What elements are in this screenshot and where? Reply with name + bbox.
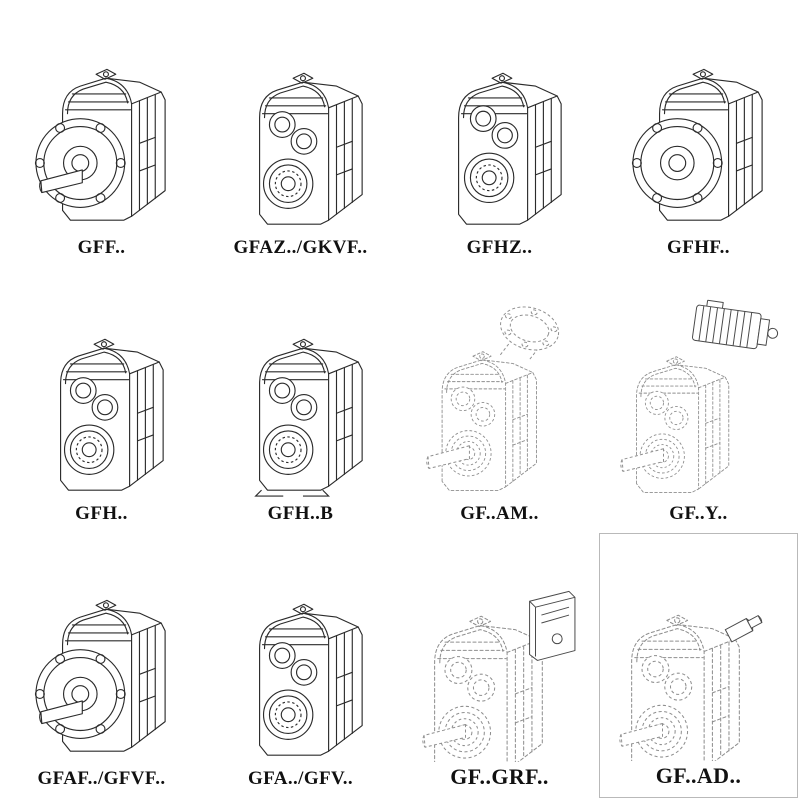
- model-label: GF..Y..: [669, 502, 728, 524]
- gearbox-input-shaft-drawing: [618, 612, 765, 761]
- gearbox-output-flange-drawing: [631, 69, 763, 222]
- model-label: GFAZ../GKVF..: [233, 237, 368, 259]
- model-label: GFF..: [77, 237, 126, 259]
- catalog-cell-gfh-b: GFH..B: [201, 267, 400, 532]
- catalog-cell-gfaf-gfvf: GFAF../GFVF..: [2, 533, 201, 798]
- model-label: GFHF..: [667, 237, 730, 259]
- catalog-cell-gf-am: GF..AM..: [400, 267, 599, 532]
- catalog-cell-gff: GFF..: [2, 2, 201, 267]
- model-label: GF..AD..: [655, 763, 742, 788]
- catalog-cell-gfa-gfv: GFA../GFV..: [201, 533, 400, 798]
- gearbox-hollow-shaft-drawing: [258, 603, 363, 756]
- model-label: GF..AM..: [460, 502, 539, 524]
- catalog-cell-gfhz: GFHZ..: [400, 2, 599, 267]
- gearbox-flange-output-drawing: [34, 69, 166, 222]
- gearbox-hollow-shaft-drawing: [258, 73, 363, 225]
- gearbox-foot-mounted-drawing: [59, 338, 164, 491]
- gearbox-flange-output-drawing: [34, 599, 166, 752]
- catalog-cell-gf-ad: GF..AD..: [599, 532, 798, 798]
- gearbox-input-flange-drawing: [425, 299, 564, 491]
- catalog-cell-gfhf: GFHF..: [599, 2, 798, 267]
- gearbox-adapter-drawing: [421, 590, 575, 762]
- gearbox-hollow-shaft-drawing: [457, 73, 562, 225]
- model-label: GFAF../GFVF..: [37, 768, 166, 789]
- model-label: GFH..B: [267, 502, 334, 524]
- catalog-cell-gf-grf: GF..GRF..: [400, 533, 599, 798]
- gearbox-with-motor-drawing: [619, 298, 781, 493]
- catalog-cell-gfaz-gkvf: GFAZ../GKVF..: [201, 2, 400, 267]
- gearbox-foot-mounted-drawing: [253, 338, 363, 497]
- model-label: GF..GRF..: [450, 764, 549, 789]
- model-label: GFH..: [75, 502, 128, 524]
- model-label: GFHZ..: [466, 237, 533, 259]
- catalog-cell-gf-y: GF..Y..: [599, 267, 798, 532]
- model-label: GFA../GFV..: [247, 768, 354, 789]
- catalog-cell-gfh: GFH..: [2, 267, 201, 532]
